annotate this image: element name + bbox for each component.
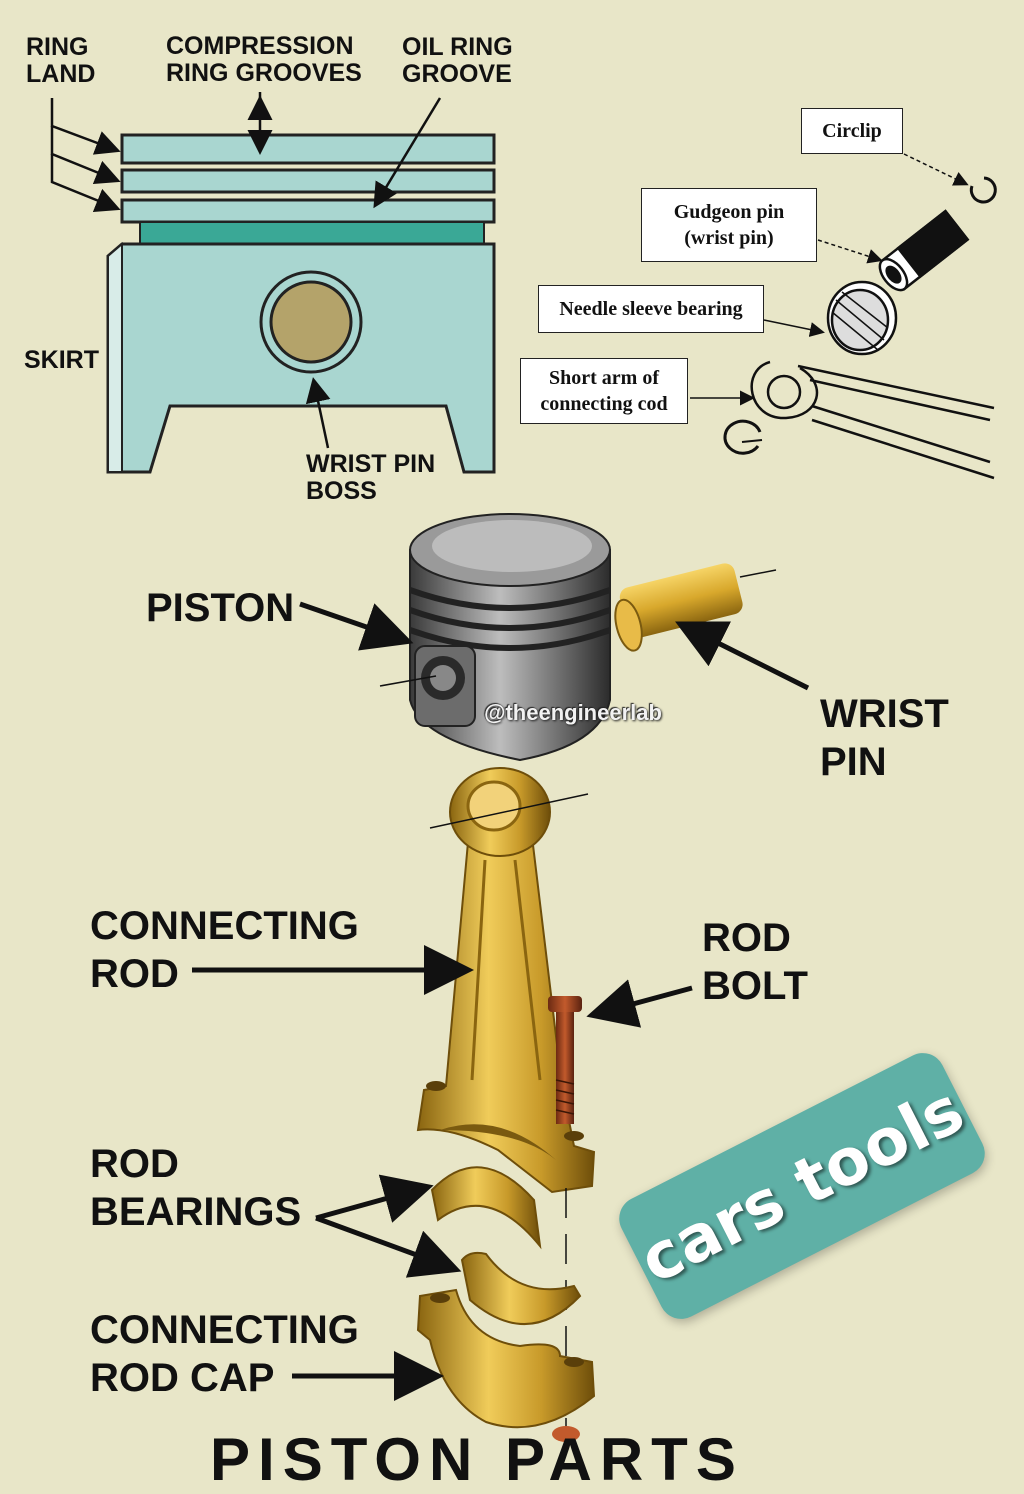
label-rod-bearings-line1: ROD: [90, 1142, 179, 1186]
callout-needle-sleeve-bearing: Needle sleeve bearing: [538, 285, 764, 333]
callout-gudgeon-line1: Gudgeon pin: [673, 201, 785, 223]
label-rod-cap-line2: ROD CAP: [90, 1356, 275, 1400]
label-ring-land-line1: RING: [26, 33, 89, 61]
piston-illustration: [379, 513, 612, 762]
label-rod-bolt-line2: BOLT: [702, 964, 808, 1008]
exploded-line-drawing: [723, 176, 997, 480]
label-wrist-pin-line2: PIN: [820, 740, 887, 784]
callout-circlip-text: Circlip: [822, 120, 882, 142]
connecting-rod-cap-illustration: [416, 1288, 596, 1429]
label-compression-line2: RING GROOVES: [166, 59, 362, 87]
label-oil-ring-groove: OIL RING GROOVE: [402, 34, 513, 88]
diagram-artwork: [50, 92, 997, 1442]
label-wrist-pin-boss-line2: BOSS: [306, 477, 377, 505]
label-connecting-rod-cap: CONNECTING ROD CAP: [90, 1306, 359, 1402]
label-compression-ring-grooves: COMPRESSION RING GROOVES: [166, 33, 362, 87]
wrist-pin-illustration: [614, 563, 777, 652]
label-connecting-rod: CONNECTING ROD: [90, 902, 359, 998]
piston-section-diagram: [106, 133, 496, 474]
label-rod-bearings-line2: BEARINGS: [90, 1190, 302, 1234]
callout-short-arm-line2: connecting cod: [540, 393, 668, 415]
label-rod-bolt: ROD BOLT: [702, 914, 808, 1010]
piston-section-leaders: [50, 92, 442, 449]
watermark: @theengineerlab: [484, 700, 662, 725]
label-ring-land: RING LAND: [26, 34, 95, 88]
label-wrist-pin-line1: WRIST: [820, 692, 949, 736]
callout-gudgeon-pin: Gudgeon pin (wrist pin): [641, 188, 817, 262]
label-rod-bolt-line1: ROD: [702, 916, 791, 960]
callout-leaders: [690, 153, 969, 406]
label-rod-bearings: ROD BEARINGS: [90, 1140, 301, 1236]
label-oil-ring-line2: GROOVE: [402, 60, 512, 88]
label-connecting-rod-line2: ROD: [90, 952, 179, 996]
footer-title: PISTON PARTS: [210, 1426, 744, 1493]
rod-bearings-illustration: [430, 1166, 582, 1325]
label-oil-ring-line1: OIL RING: [402, 33, 513, 61]
label-wrist-pin-boss-line1: WRIST PIN: [306, 450, 436, 478]
callout-needle-text: Needle sleeve bearing: [559, 298, 743, 320]
label-compression-line1: COMPRESSION: [166, 32, 354, 60]
label-rod-cap-line1: CONNECTING: [90, 1308, 359, 1352]
callout-circlip: Circlip: [801, 108, 903, 154]
main-leader-arrows: [192, 601, 810, 1401]
connecting-rod-illustration: [416, 767, 596, 1194]
label-connecting-rod-line1: CONNECTING: [90, 904, 359, 948]
callout-short-arm-line1: Short arm of: [549, 367, 659, 389]
label-wrist-pin-boss: WRIST PIN BOSS: [306, 451, 435, 505]
label-skirt: SKIRT: [24, 346, 99, 374]
label-ring-land-line2: LAND: [26, 60, 96, 88]
label-piston: PISTON: [146, 586, 295, 630]
label-wrist-pin: WRIST PIN: [820, 690, 949, 786]
callout-gudgeon-line2: (wrist pin): [684, 227, 774, 249]
callout-short-arm: Short arm of connecting cod: [520, 358, 688, 424]
